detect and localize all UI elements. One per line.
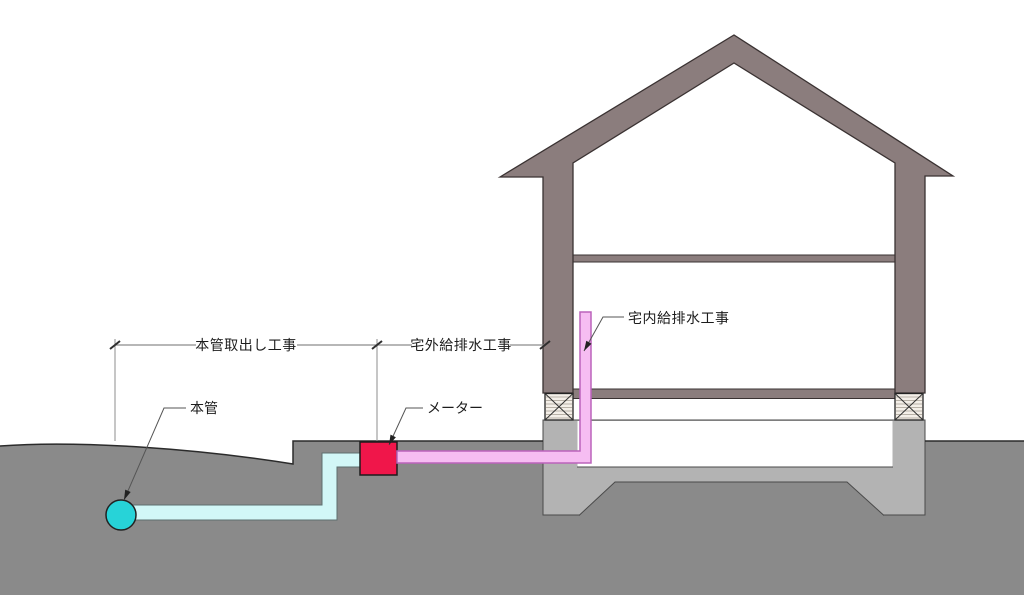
sill-left [544, 392, 574, 421]
leader-main-pipe [123, 407, 186, 501]
crawl-space [577, 421, 893, 467]
dimension-ticks [109, 340, 551, 350]
leader-main-pipe-arrowhead [124, 489, 131, 500]
label-meter: メーター [427, 400, 483, 416]
floor-1f [572, 388, 896, 399]
sill-right-cross [894, 393, 924, 421]
dimension-tick-right [539, 340, 551, 350]
water-meter [359, 441, 398, 476]
leader-indoor-pipe [583, 316, 624, 352]
footing-earth-outline [578, 481, 885, 516]
zone-label-outdoor: 宅外給排水工事 [410, 337, 512, 353]
leader-meter [388, 407, 423, 446]
zone-label-main-tap: 本管取出し工事 [195, 337, 297, 353]
sill-right [894, 392, 924, 421]
ground-surface-line-left [0, 440, 543, 465]
footing-earth-wedge [579, 482, 884, 516]
zone-label-indoor: 宅内給排水工事 [628, 310, 730, 326]
leader-meter-arrowhead [389, 434, 396, 445]
leader-indoor-pipe-arrowhead [584, 340, 592, 351]
indoor-pipe [396, 311, 592, 464]
floor-2f [572, 254, 896, 263]
dimension-tick-mid [371, 340, 383, 350]
sill-left-cross [544, 393, 574, 421]
label-main-pipe: 本管 [190, 400, 218, 416]
main-pipe-circle [105, 499, 137, 531]
house-structure [497, 34, 956, 394]
dimension-tick-left [109, 340, 121, 350]
